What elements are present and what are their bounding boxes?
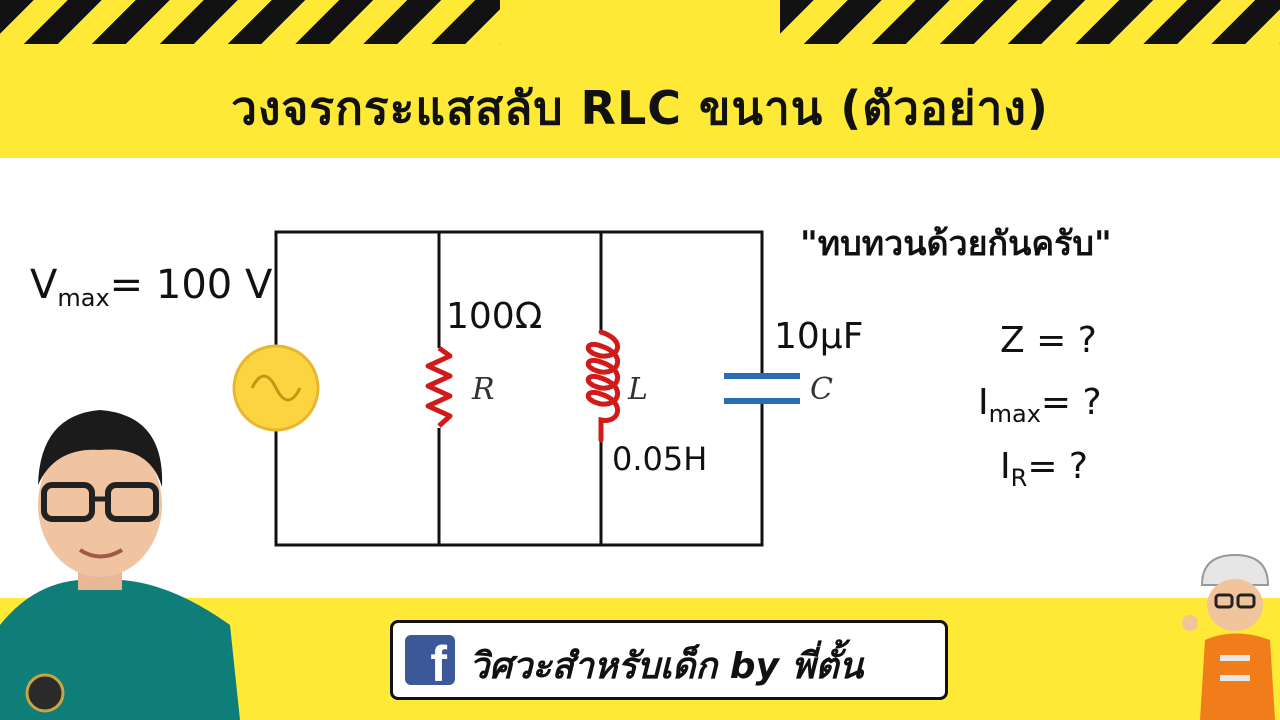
presenter-photo	[0, 410, 240, 720]
caution-stripe-left	[0, 0, 500, 44]
circuit-frame	[274, 230, 764, 547]
capacitor-value: 10μF	[774, 316, 864, 357]
facebook-page-banner[interactable]: f วิศวะสำหรับเด็ก by พี่ตั้น	[390, 620, 948, 700]
inductor-coil-icon	[585, 329, 621, 443]
review-heading: "ทบทวนด้วยกันครับ"	[800, 224, 1112, 264]
resistor-symbol: R	[472, 372, 495, 407]
engineer-mascot	[1182, 553, 1275, 720]
resistor-icon	[425, 345, 453, 428]
caution-stripe-right	[780, 0, 1280, 44]
capacitor-symbol: C	[810, 372, 833, 407]
inductor-value: 0.05H	[612, 440, 708, 478]
source-voltage-label: Vmax= 100 V	[30, 262, 273, 312]
page-title: วงจรกระแสสลับ RLC ขนาน (ตัวอย่าง)	[231, 81, 1049, 135]
facebook-icon: f	[405, 635, 455, 689]
facebook-page-name: วิศวะสำหรับเด็ก by พี่ตั้น	[469, 646, 864, 687]
sine-wave-icon	[250, 374, 302, 402]
question-imax: Imax= ?	[978, 382, 1102, 428]
question-ir: IR= ?	[1000, 446, 1089, 492]
resistor-value: 100Ω	[446, 296, 543, 337]
question-impedance: Z = ?	[1000, 320, 1097, 361]
inductor-symbol: L	[628, 372, 648, 407]
